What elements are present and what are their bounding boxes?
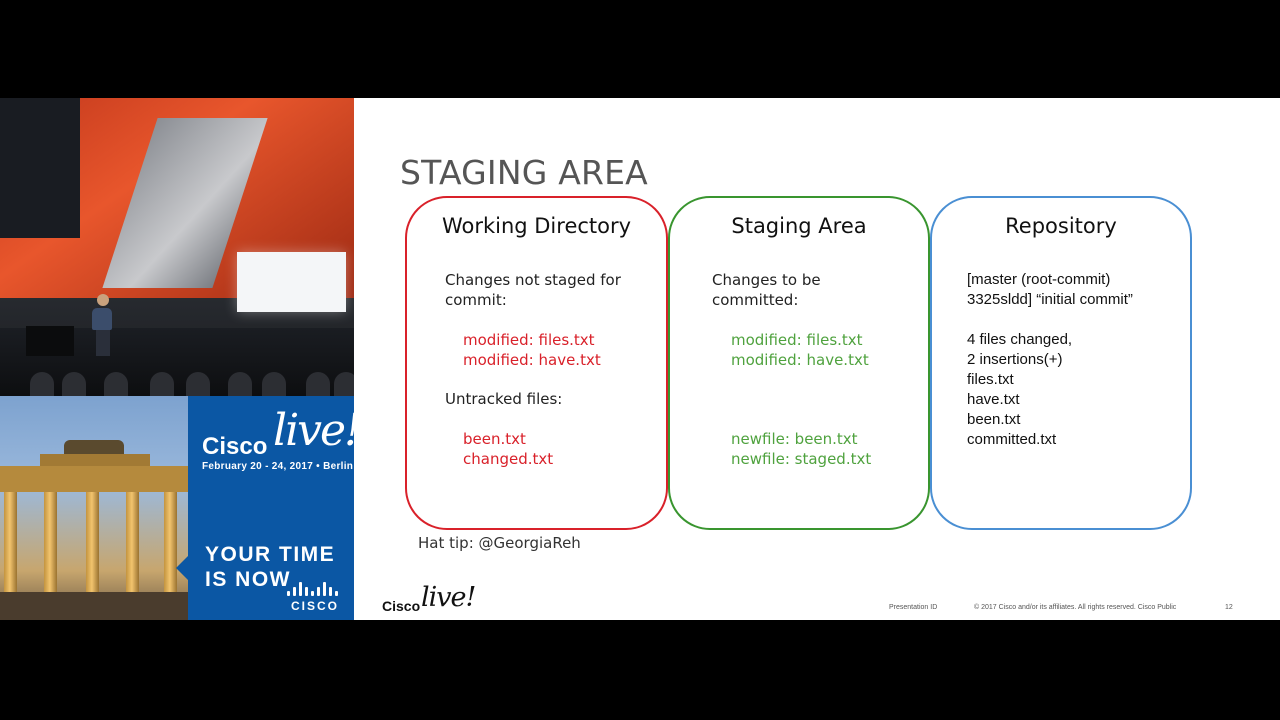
staged-intro: Changes to be committed: bbox=[712, 270, 821, 310]
stage-shadow bbox=[0, 98, 80, 238]
footer-logo-script: live! bbox=[421, 582, 476, 613]
event-promo-banner bbox=[0, 396, 354, 620]
slide-title: STAGING AREA bbox=[400, 153, 648, 192]
untracked-file-list: been.txt changed.txt bbox=[463, 429, 553, 469]
presentation-id: Presentation ID bbox=[889, 604, 938, 611]
copyright-notice: © 2017 Cisco and/or its affiliates. All … bbox=[974, 604, 1177, 611]
file-entry: newfile: been.txt bbox=[731, 430, 858, 448]
repository-box: Repository [master (root-commit) 3325sld… bbox=[930, 196, 1192, 530]
plaza-ground bbox=[0, 592, 188, 620]
brandenburg-gate-photo bbox=[0, 396, 188, 620]
file-entry: modified: files.txt bbox=[463, 331, 595, 349]
staging-area-box: Staging Area Changes to be committed: mo… bbox=[668, 196, 930, 530]
footer-logo-word: Cisco bbox=[382, 598, 421, 614]
page-number: 12 bbox=[1225, 604, 1233, 611]
hat-tip-credit: Hat tip: @GeorgiaReh bbox=[418, 534, 581, 552]
podium bbox=[26, 326, 74, 356]
gate-column bbox=[164, 492, 177, 620]
event-date: February 20 - 24, 2017 • Berlin bbox=[202, 461, 354, 472]
staged-modified-list: modified: files.txt modified: have.txt bbox=[731, 330, 869, 370]
box-heading: Staging Area bbox=[731, 214, 867, 238]
gate-column bbox=[4, 492, 17, 620]
cisco-live-logo-word: Cisco bbox=[202, 433, 268, 460]
file-entry: have.txt bbox=[967, 391, 1020, 408]
promo-notch bbox=[176, 554, 190, 582]
file-entry: files.txt bbox=[967, 371, 1014, 388]
commit-stats: 4 files changed, 2 insertions(+) files.t… bbox=[967, 330, 1072, 450]
text-line: committed: bbox=[712, 291, 799, 309]
gate-entablature bbox=[0, 466, 188, 492]
gate-column bbox=[126, 492, 139, 620]
text-line: 3325sldd] “initial commit” bbox=[967, 291, 1133, 308]
promo-blue-band bbox=[188, 396, 354, 620]
gate-column bbox=[86, 492, 99, 620]
file-entry: been.txt bbox=[463, 430, 526, 448]
unstaged-intro: Changes not staged for commit: bbox=[445, 270, 621, 310]
slide: STAGING AREA Working Directory Changes n… bbox=[354, 98, 1280, 620]
audience bbox=[0, 364, 354, 396]
tagline-line1: YOUR TIME bbox=[205, 543, 336, 566]
text-line: 2 insertions(+) bbox=[967, 351, 1063, 368]
text-line: Changes to be bbox=[712, 271, 821, 289]
untracked-heading: Untracked files: bbox=[445, 390, 563, 408]
cisco-live-logo-script: live! bbox=[273, 405, 362, 456]
text-line: commit: bbox=[445, 291, 507, 309]
presentation-frame: Cisco live! February 20 - 24, 2017 • Ber… bbox=[0, 98, 1280, 620]
unstaged-file-list: modified: files.txt modified: have.txt bbox=[463, 330, 601, 370]
file-entry: modified: files.txt bbox=[731, 331, 863, 349]
file-entry: been.txt bbox=[967, 411, 1021, 428]
commit-summary: [master (root-commit) 3325sldd] “initial… bbox=[967, 270, 1133, 310]
file-entry: modified: have.txt bbox=[463, 351, 601, 369]
cisco-wordmark: CISCO bbox=[291, 599, 340, 613]
gate-column bbox=[44, 492, 57, 620]
file-entry: committed.txt bbox=[967, 431, 1057, 448]
tagline-line2: IS NOW bbox=[205, 568, 291, 591]
speaker-video-feed bbox=[0, 98, 354, 396]
box-heading: Repository bbox=[1005, 214, 1117, 238]
file-entry: newfile: staged.txt bbox=[731, 450, 872, 468]
text-line: Changes not staged for bbox=[445, 271, 621, 289]
stage-screen bbox=[237, 252, 346, 312]
file-entry: modified: have.txt bbox=[731, 351, 869, 369]
text-line: [master (root-commit) bbox=[967, 271, 1111, 288]
working-directory-box: Working Directory Changes not staged for… bbox=[405, 196, 668, 530]
quadriga-statue bbox=[64, 440, 124, 458]
text-line: 4 files changed, bbox=[967, 331, 1073, 348]
file-entry: changed.txt bbox=[463, 450, 554, 468]
cisco-bridge-icon bbox=[287, 582, 343, 596]
box-heading: Working Directory bbox=[441, 214, 632, 238]
gate-attic bbox=[40, 454, 150, 468]
staged-new-list: newfile: been.txt newfile: staged.txt bbox=[731, 429, 871, 469]
speaker-figure bbox=[92, 294, 114, 358]
